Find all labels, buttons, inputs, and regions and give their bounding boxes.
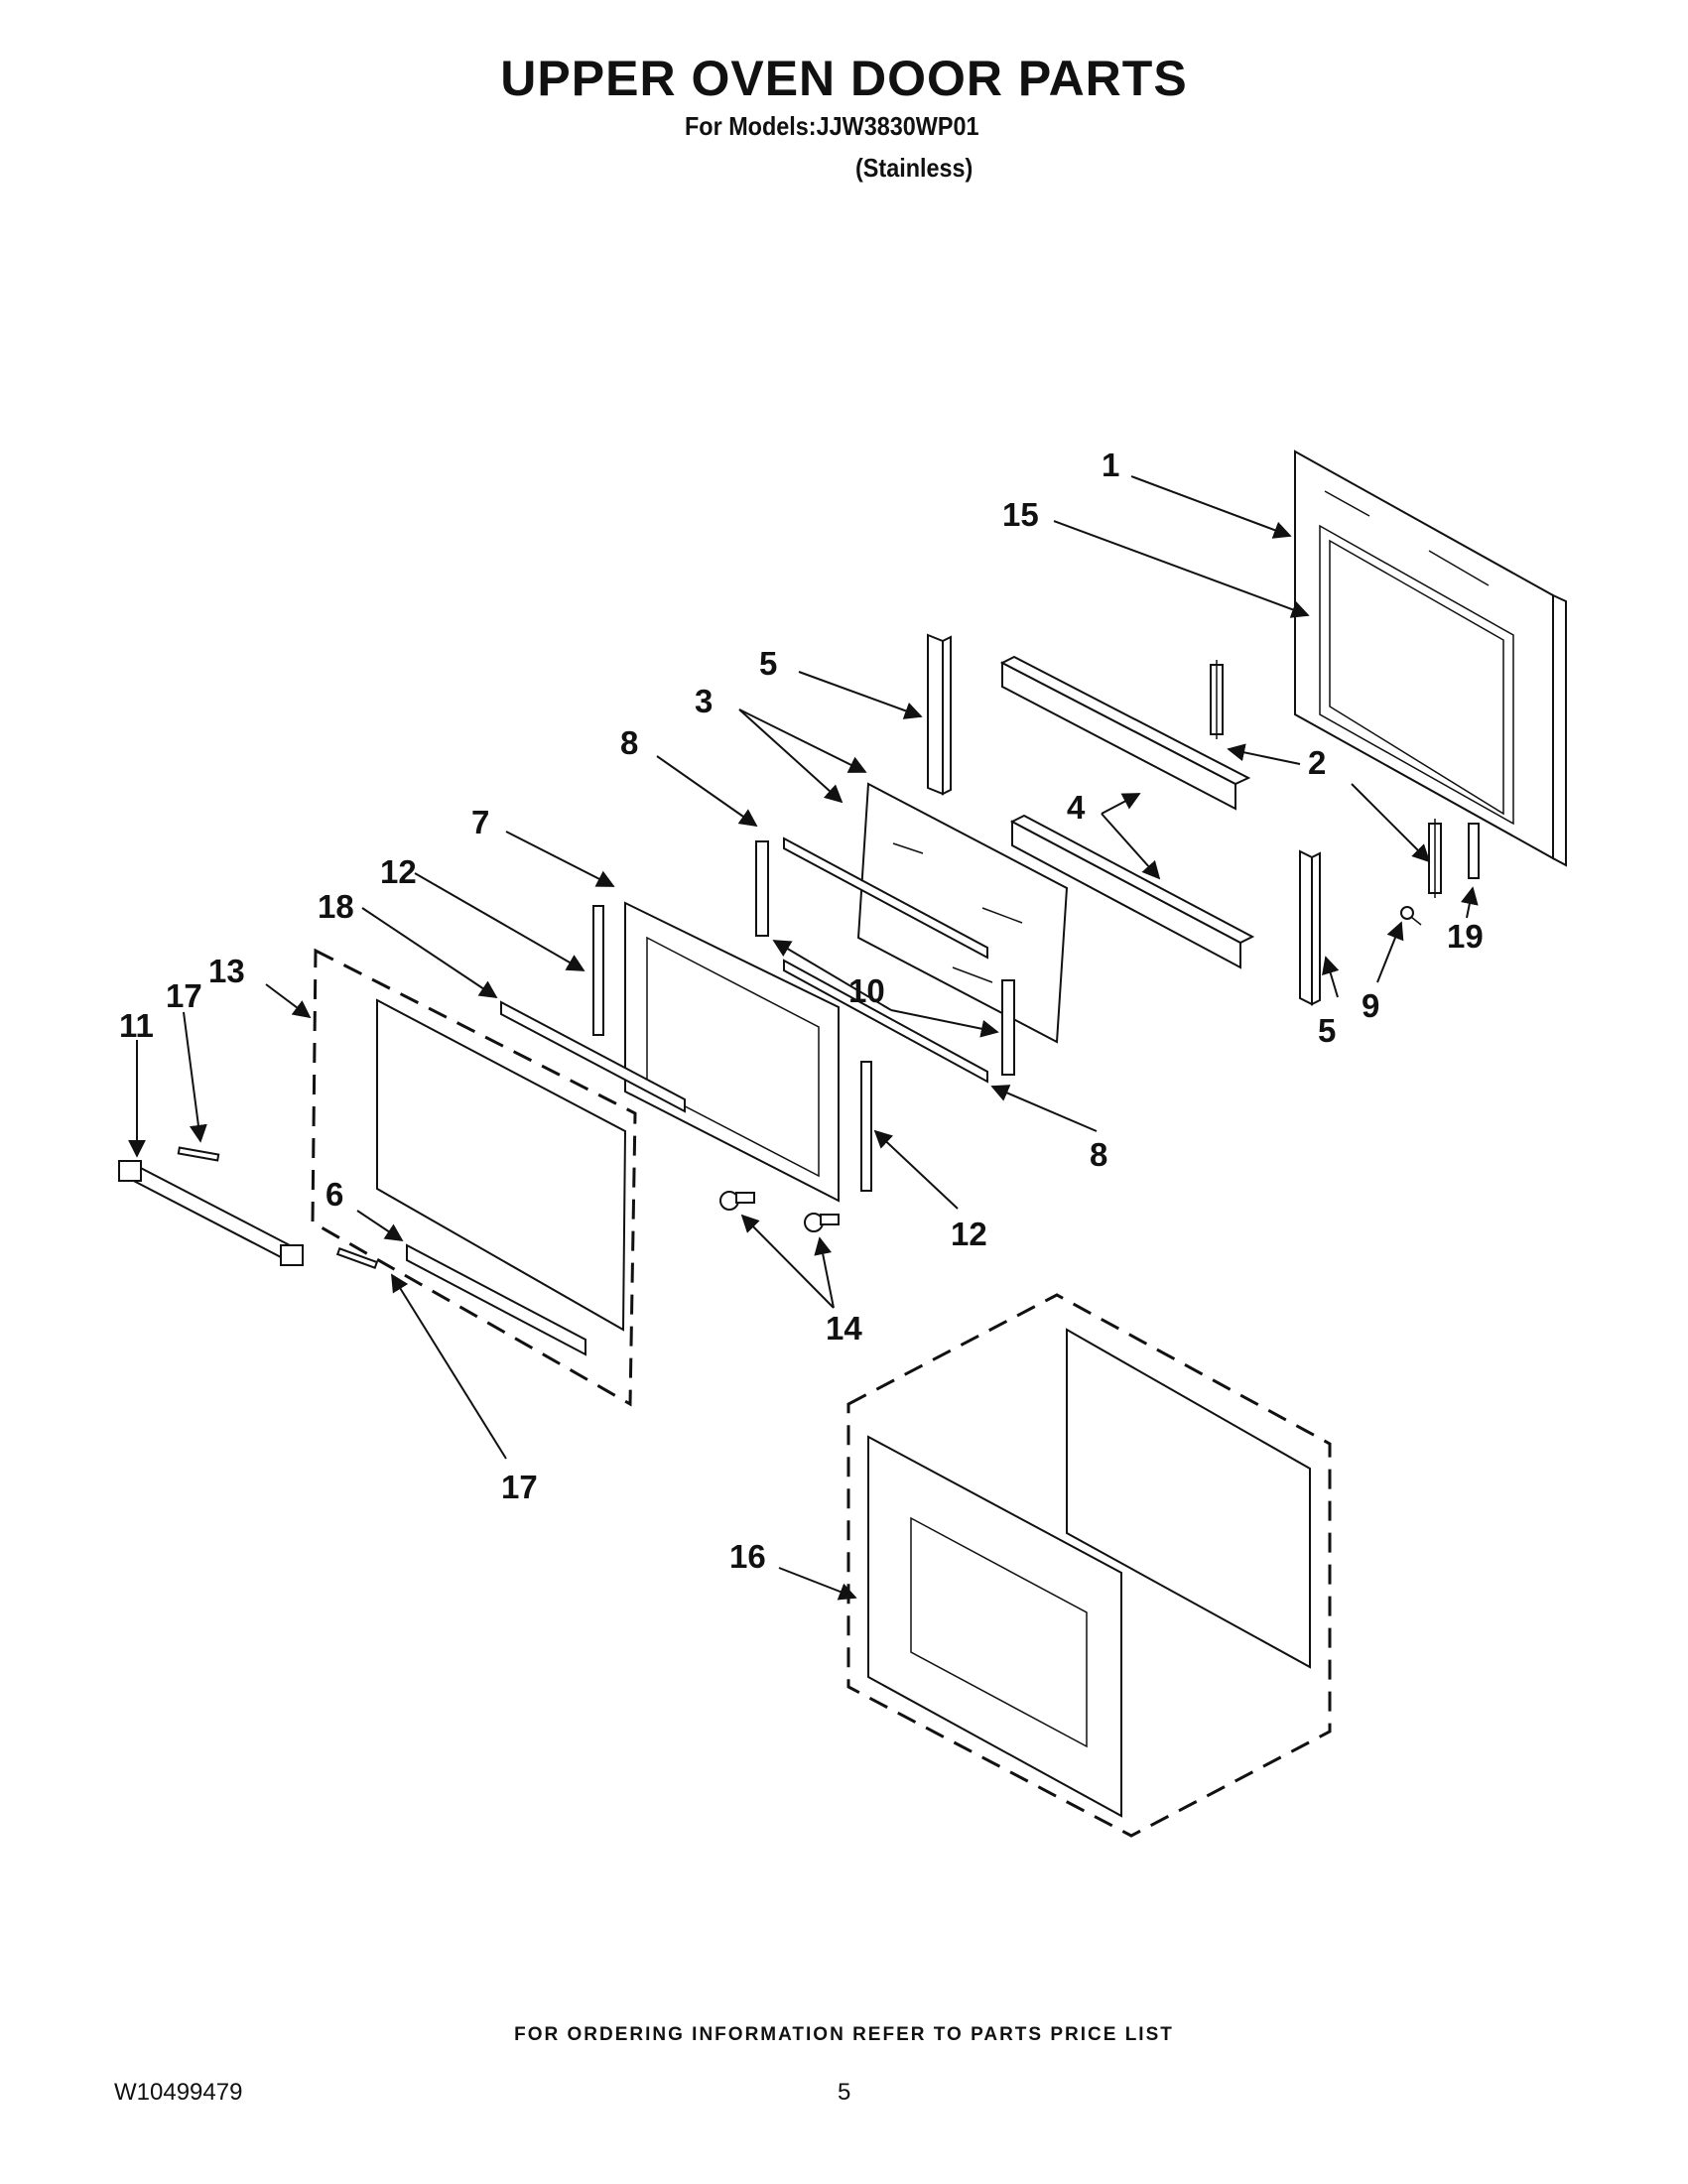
side-channel-lower xyxy=(1299,849,1321,1006)
page-number: 5 xyxy=(838,2079,851,2106)
leader-lines xyxy=(128,475,1479,1601)
callout-17-lower: 17 xyxy=(501,1469,538,1505)
outer-door-panel xyxy=(1294,450,1567,867)
callout-5-lower: 5 xyxy=(1318,1012,1336,1049)
page-title: UPPER OVEN DOOR PARTS xyxy=(500,51,1188,106)
callout-9: 9 xyxy=(1362,987,1379,1024)
glass-retainer-bottom xyxy=(783,959,1015,1084)
vent-strip-top xyxy=(500,1000,686,1113)
hinge-lower xyxy=(1428,819,1442,898)
replacement-door-window xyxy=(910,1516,1088,1748)
door-trim-top xyxy=(999,655,1251,811)
document-number: W10499479 xyxy=(114,2079,243,2106)
callout-15: 15 xyxy=(1002,496,1039,533)
callout-8-lower: 8 xyxy=(1090,1136,1107,1173)
callout-14: 14 xyxy=(826,1310,862,1347)
callout-10: 10 xyxy=(848,972,885,1009)
door-trim-bottom xyxy=(1009,814,1255,969)
callout-labels: 1 15 5 3 8 2 4 7 12 10 18 13 17 11 19 9 … xyxy=(119,447,1484,1575)
callout-3: 3 xyxy=(695,683,713,719)
models-line: For Models:JJW3830WP01 xyxy=(685,111,979,141)
finish-line: (Stainless) xyxy=(855,153,974,183)
inner-door-frame xyxy=(624,901,840,1203)
replacement-door-front xyxy=(867,1435,1122,1818)
hinge-screw xyxy=(1400,906,1422,926)
callout-6: 6 xyxy=(325,1176,343,1213)
callout-5-upper: 5 xyxy=(759,645,777,682)
callout-17-upper: 17 xyxy=(166,977,202,1014)
callout-2: 2 xyxy=(1308,744,1326,781)
callout-18: 18 xyxy=(318,888,354,925)
callout-1: 1 xyxy=(1102,447,1119,483)
ordering-note: FOR ORDERING INFORMATION REFER TO PARTS … xyxy=(514,2024,1174,2045)
side-bracket-right xyxy=(860,1061,872,1192)
clip-lower xyxy=(335,1247,379,1269)
handle-screw-right xyxy=(804,1213,840,1232)
hinge-upper xyxy=(1210,660,1224,739)
callout-13: 13 xyxy=(208,953,245,989)
side-channel-upper xyxy=(927,633,952,796)
side-bracket-left xyxy=(592,905,604,1036)
door-handle xyxy=(118,1160,304,1266)
replacement-door-back xyxy=(1066,1328,1311,1669)
callout-12-upper: 12 xyxy=(380,853,417,890)
clip-upper xyxy=(177,1146,220,1162)
callout-16: 16 xyxy=(729,1538,766,1575)
callout-19: 19 xyxy=(1447,918,1484,955)
outer-glass-panel xyxy=(376,998,627,1332)
callout-4: 4 xyxy=(1067,789,1086,826)
vent-strip-bottom xyxy=(406,1243,586,1356)
callout-11: 11 xyxy=(119,1007,154,1044)
replacement-door-assembly xyxy=(846,1293,1332,1838)
glass-retainer-top xyxy=(755,836,988,960)
handle-screw-left xyxy=(719,1191,755,1211)
callout-12-lower: 12 xyxy=(951,1216,987,1252)
callout-8-upper: 8 xyxy=(620,724,638,761)
callout-7: 7 xyxy=(471,804,489,840)
outer-glass-assembly xyxy=(311,948,637,1407)
hinge-bracket xyxy=(1468,823,1480,879)
